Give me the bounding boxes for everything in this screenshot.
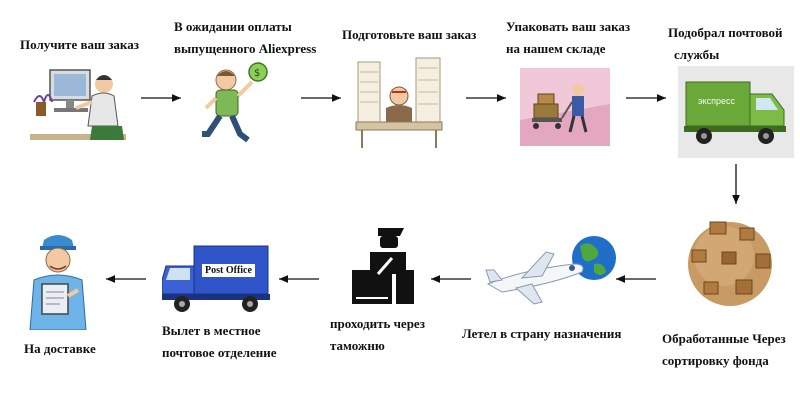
paperwork-desk-icon [352, 52, 446, 152]
express-badge: экспресс [698, 96, 736, 106]
label-receive: Получите ваш заказ [20, 37, 139, 52]
office-worker-icon [26, 62, 130, 148]
green-truck-icon: экспресс [678, 66, 794, 158]
label-await-payment: В ожидании оплаты выпущенного Aliexpress [174, 19, 317, 56]
label-sorted: Обработанные Через сортировку фонда [662, 331, 786, 368]
warehouse-cart-icon [520, 68, 610, 146]
label-local-office: Вылет в местное почтовое отделение [162, 323, 277, 360]
running-man-money-icon: $ [196, 58, 274, 150]
label-prepare: Подготовьте ваш заказ [342, 27, 477, 42]
courier-tablet-icon [22, 232, 94, 331]
label-pickup: Подобрал почтовой службы [668, 25, 783, 62]
parcel-globe-icon [680, 210, 780, 314]
label-pack: Упаковать ваш заказ на нашем складе [506, 19, 631, 56]
blue-truck-icon: Post Office [161, 242, 272, 316]
label-customs: проходить через таможню [330, 316, 425, 353]
airplane-globe-icon [482, 234, 620, 310]
label-flight: Летел в страну назначения [462, 326, 622, 341]
post-office-badge: Post Office [202, 264, 255, 277]
label-delivery: На доставке [24, 341, 96, 356]
svg-text:$: $ [254, 68, 260, 79]
customs-officer-icon [348, 226, 420, 306]
